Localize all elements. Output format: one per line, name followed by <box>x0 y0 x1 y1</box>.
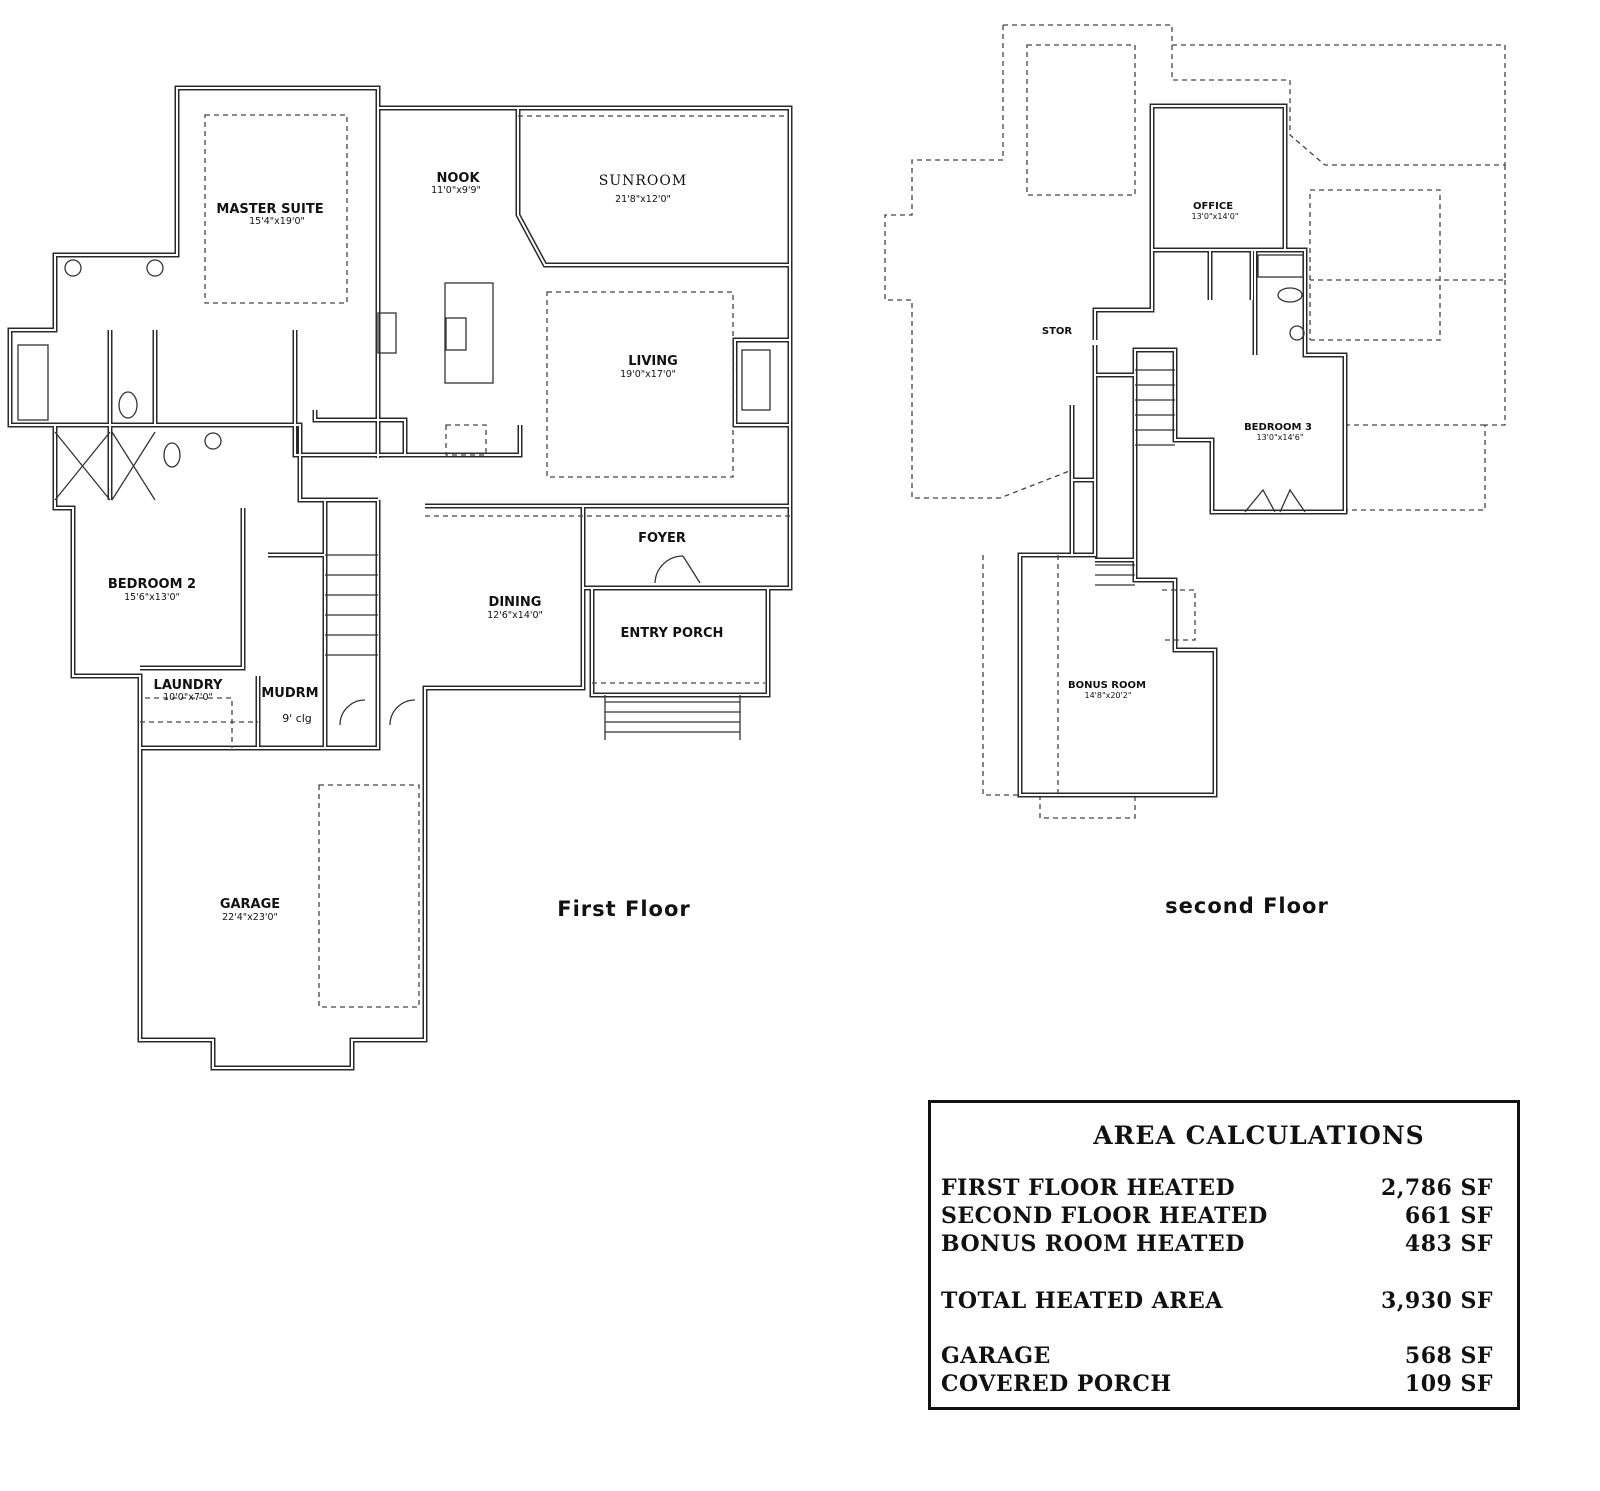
room-size-laundry: 10'0"x7'0" <box>163 692 213 703</box>
room-label-office: OFFICE <box>1193 201 1233 212</box>
area-label: FIRST FLOOR HEATED <box>941 1175 1236 1201</box>
area-label: SECOND FLOOR HEATED <box>941 1203 1268 1229</box>
sink-icon <box>1289 325 1305 341</box>
cooktop-icon <box>377 312 397 354</box>
front-door <box>654 555 701 584</box>
bathtub-icon <box>1257 254 1304 278</box>
sink-icon <box>146 259 164 277</box>
room-label-sunroom: SUNROOM <box>599 173 687 189</box>
room-label-storage: STOR <box>1042 326 1073 337</box>
area-row: SECOND FLOOR HEATED 661 SF <box>941 1203 1493 1229</box>
area-value: 2,786 SF <box>1380 1175 1493 1201</box>
room-label-entry-porch: ENTRY PORCH <box>621 626 724 641</box>
room-label-dining: DINING <box>489 595 542 610</box>
area-value: 109 SF <box>1404 1371 1493 1397</box>
room-size-living: 19'0"x17'0" <box>620 369 676 380</box>
room-label-foyer: FOYER <box>638 531 686 546</box>
first-floor-labels: MASTER SUITE 15'4"x19'0" NOOK 11'0"x9'9"… <box>108 171 724 923</box>
first-floor-fixtures <box>17 259 771 740</box>
second-floor-roof-outline <box>884 24 1506 819</box>
kitchen-island <box>444 282 494 384</box>
garage-doors <box>339 699 416 726</box>
room-size-office: 13'0"x14'0" <box>1191 212 1238 221</box>
shower-icon <box>54 431 156 501</box>
area-row: FIRST FLOOR HEATED 2,786 SF <box>941 1175 1493 1201</box>
room-size-garage: 22'4"x23'0" <box>222 912 278 923</box>
second-floor-walls <box>1020 106 1345 795</box>
first-floor-title: First Floor <box>557 897 691 921</box>
toilet-icon <box>1277 287 1303 303</box>
bedroom-3-doors <box>1244 488 1306 513</box>
bathtub-icon <box>17 344 49 421</box>
porch-steps <box>604 695 741 740</box>
room-label-nook: NOOK <box>436 171 480 186</box>
area-row: BONUS ROOM HEATED 483 SF <box>941 1231 1493 1257</box>
room-label-bedroom-2: BEDROOM 2 <box>108 577 196 592</box>
area-row-total: TOTAL HEATED AREA 3,930 SF <box>941 1288 1493 1314</box>
area-label: BONUS ROOM HEATED <box>941 1231 1245 1257</box>
stairs <box>1095 564 1135 586</box>
area-value: 3,930 SF <box>1380 1288 1493 1314</box>
second-floor-labels: OFFICE 13'0"x14'0" STOR BEDROOM 3 13'0"x… <box>1042 201 1329 918</box>
area-calculations-table: AREA CALCULATIONS FIRST FLOOR HEATED 2,7… <box>928 1100 1520 1410</box>
room-size-master-suite: 15'4"x19'0" <box>249 216 305 227</box>
sink-icon <box>445 317 467 351</box>
first-floor-dashed-lines <box>140 114 790 1008</box>
room-label-mudroom: MUDRM <box>261 686 318 701</box>
room-label-living: LIVING <box>628 354 678 369</box>
area-label: GARAGE <box>941 1343 1051 1369</box>
room-label-laundry: LAUNDRY <box>154 678 223 693</box>
area-label: TOTAL HEATED AREA <box>941 1288 1223 1314</box>
stairs <box>1135 369 1175 446</box>
area-row: GARAGE 568 SF <box>941 1343 1493 1369</box>
room-label-garage: GARAGE <box>220 897 280 912</box>
area-value: 568 SF <box>1404 1343 1493 1369</box>
room-label-bonus-room: BONUS ROOM <box>1068 680 1146 691</box>
area-calculations-title: AREA CALCULATIONS <box>1093 1121 1425 1150</box>
second-floor-fixtures <box>1057 254 1306 795</box>
toilet-icon <box>163 442 181 468</box>
room-size-bedroom-3: 13'0"x14'6" <box>1256 433 1303 442</box>
room-size-sunroom: 21'8"x12'0" <box>615 194 671 205</box>
second-floor-title: second Floor <box>1165 894 1329 918</box>
room-label-master-suite: MASTER SUITE <box>216 202 323 217</box>
room-note-mudroom-ceiling: 9' clg <box>282 712 312 725</box>
area-value: 661 SF <box>1404 1203 1493 1229</box>
stairs <box>325 554 378 656</box>
area-label: COVERED PORCH <box>941 1371 1172 1397</box>
area-row: COVERED PORCH 109 SF <box>941 1371 1493 1397</box>
room-size-nook: 11'0"x9'9" <box>431 185 481 196</box>
room-size-dining: 12'6"x14'0" <box>487 610 543 621</box>
room-size-bedroom-2: 15'6"x13'0" <box>124 592 180 603</box>
toilet-icon <box>118 391 138 419</box>
fireplace-icon <box>741 349 771 411</box>
room-label-bedroom-3: BEDROOM 3 <box>1244 422 1312 433</box>
sink-icon <box>64 259 82 277</box>
sink-icon <box>204 432 222 450</box>
room-size-bonus-room: 14'8"x20'2" <box>1084 691 1131 700</box>
area-value: 483 SF <box>1404 1231 1493 1257</box>
